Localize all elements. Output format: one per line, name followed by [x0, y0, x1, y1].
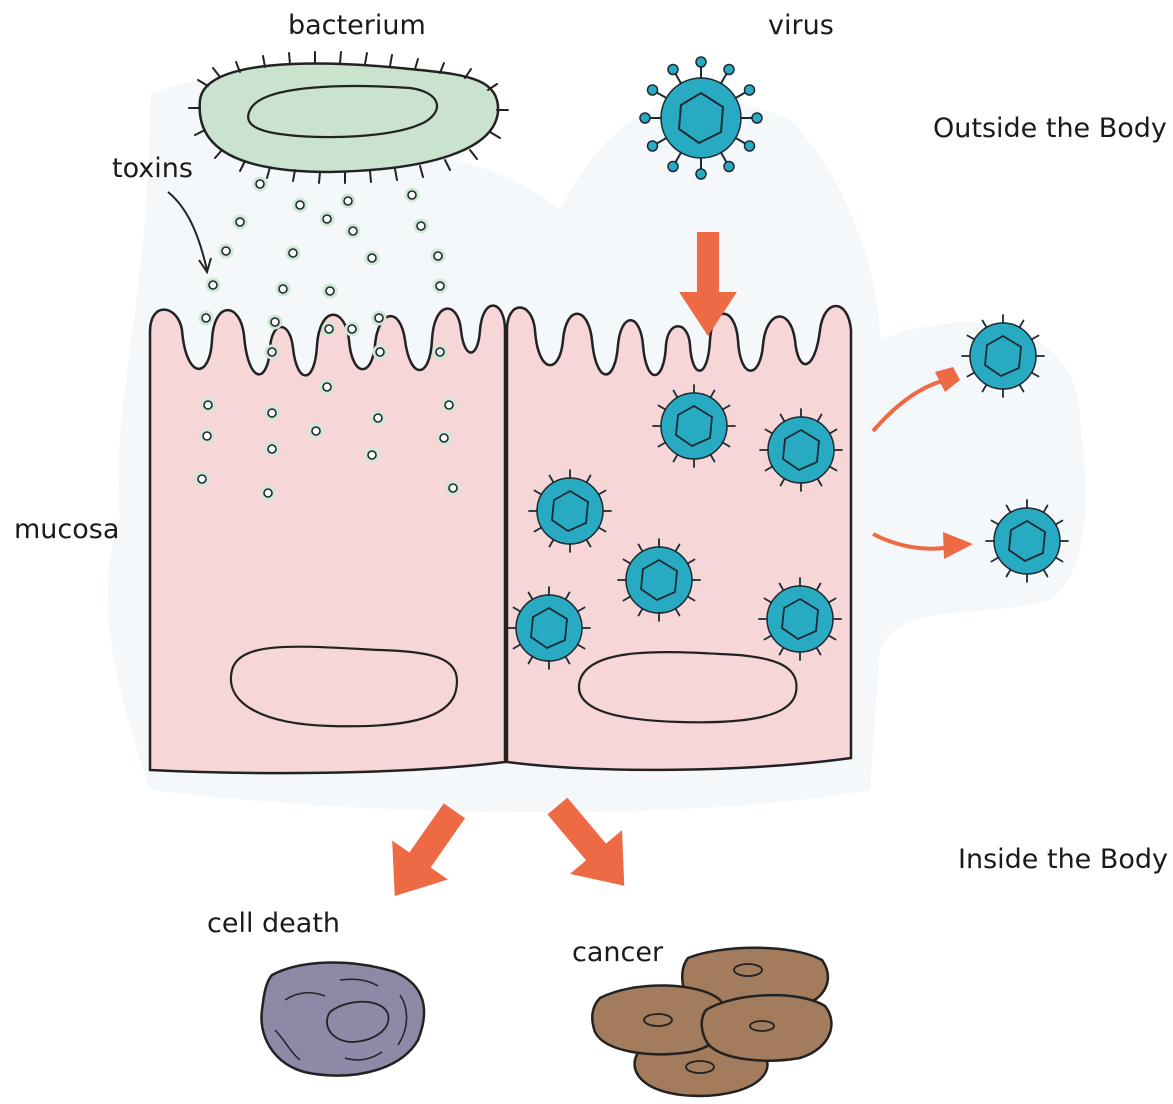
cancer-cells-icon [592, 948, 831, 1096]
virus-label: virus [768, 12, 834, 39]
mucosa-label: mucosa [14, 516, 119, 543]
dead-cell-icon [261, 963, 424, 1076]
nucleus [579, 652, 797, 722]
toxins-label: toxins [112, 155, 193, 182]
cancer-label: cancer [572, 939, 663, 966]
inside-body-label: Inside the Body [958, 846, 1168, 873]
nucleus [231, 647, 457, 727]
cell-death-label: cell death [207, 910, 340, 937]
mucosa-cell-left [150, 306, 505, 774]
outside-body-label: Outside the Body [933, 115, 1167, 142]
bacterium-label: bacterium [288, 12, 426, 39]
